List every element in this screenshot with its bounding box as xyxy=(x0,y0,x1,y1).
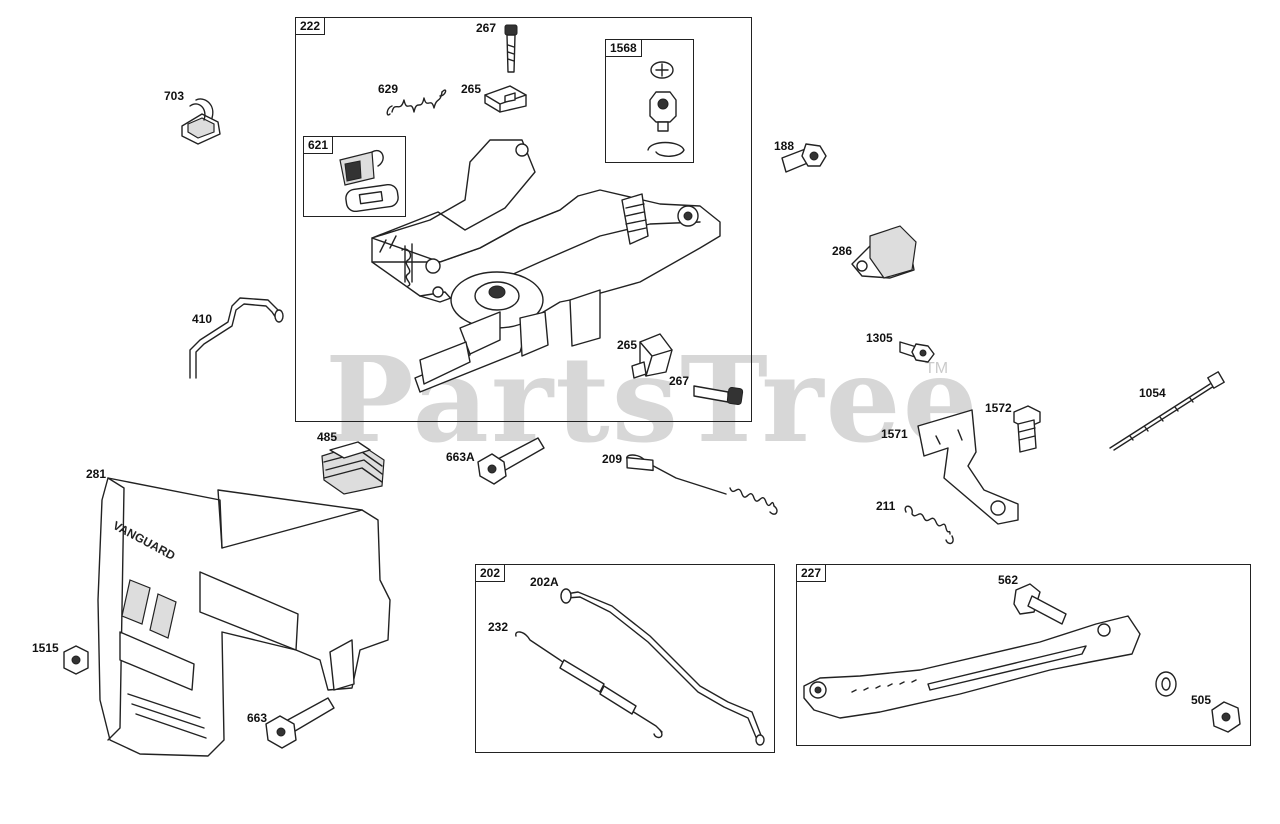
part-1572-bolt-drawing[interactable] xyxy=(1013,405,1041,453)
part-562-pin-drawing[interactable] xyxy=(1013,583,1067,625)
callout-211[interactable]: 211 xyxy=(876,499,896,513)
group-1568-tag: 1568 xyxy=(605,39,642,57)
callout-232[interactable]: 232 xyxy=(488,620,509,634)
callout-202A[interactable]: 202A xyxy=(530,575,559,589)
part-505-nut-drawing[interactable] xyxy=(1211,701,1241,733)
callout-485[interactable]: 485 xyxy=(317,430,338,444)
callout-562[interactable]: 562 xyxy=(998,573,1019,587)
callout-286[interactable]: 286 xyxy=(832,244,853,258)
part-232-cable-drawing[interactable] xyxy=(515,631,663,739)
part-703-clip-drawing[interactable] xyxy=(181,98,221,145)
part-410-rod-drawing[interactable] xyxy=(189,297,284,379)
part-265-clip-bottom-drawing[interactable] xyxy=(631,333,673,379)
watermark-trademark: TM xyxy=(925,360,949,377)
part-1515-nut-drawing[interactable] xyxy=(63,645,89,675)
part-188-bolt-drawing[interactable] xyxy=(781,143,827,173)
callout-265-top[interactable]: 265 xyxy=(461,82,482,96)
group-202-box: 202 xyxy=(475,564,775,753)
part-1571-bracket-drawing[interactable] xyxy=(917,409,1019,525)
part-202A-rod-drawing[interactable] xyxy=(560,588,765,746)
callout-267-top[interactable]: 267 xyxy=(476,21,497,35)
washer-drawing[interactable] xyxy=(1155,671,1177,697)
callout-1305[interactable]: 1305 xyxy=(866,331,893,345)
callout-267-bottom[interactable]: 267 xyxy=(669,374,690,388)
part-211-spring-drawing[interactable] xyxy=(904,505,954,545)
part-267-bolt-bottom-drawing[interactable] xyxy=(693,385,744,406)
callout-1572[interactable]: 1572 xyxy=(985,401,1012,415)
group-227-tag: 227 xyxy=(796,564,827,582)
part-286-bracket-drawing[interactable] xyxy=(851,225,917,279)
part-227-lever-drawing[interactable] xyxy=(803,615,1141,719)
part-663-bolt-drawing[interactable] xyxy=(265,697,335,749)
part-265-clip-top-drawing[interactable] xyxy=(484,85,527,113)
callout-265-bottom[interactable]: 265 xyxy=(617,338,638,352)
group-1568-box: 1568 xyxy=(605,39,694,163)
callout-281[interactable]: 281 xyxy=(86,467,107,481)
callout-629[interactable]: 629 xyxy=(378,82,399,96)
callout-209[interactable]: 209 xyxy=(602,452,623,466)
callout-663A[interactable]: 663A xyxy=(446,450,475,464)
callout-663[interactable]: 663 xyxy=(247,711,268,725)
callout-1571[interactable]: 1571 xyxy=(881,427,908,441)
part-629-spring-drawing[interactable] xyxy=(386,89,447,116)
group-621-box: 621 xyxy=(303,136,406,217)
part-1568-assembly-drawing[interactable] xyxy=(647,61,685,157)
part-281-cover-drawing[interactable]: VANGUARD xyxy=(97,477,391,757)
group-222-tag: 222 xyxy=(295,17,326,35)
group-222-box: 222 xyxy=(295,17,752,422)
callout-1515[interactable]: 1515 xyxy=(32,641,59,655)
part-1054-cable-tie-drawing[interactable] xyxy=(1109,371,1225,451)
part-1305-screw-drawing[interactable] xyxy=(899,341,935,363)
part-485-cap-drawing[interactable] xyxy=(321,441,385,495)
callout-1054[interactable]: 1054 xyxy=(1139,386,1166,400)
callout-410[interactable]: 410 xyxy=(192,312,213,326)
group-621-tag: 621 xyxy=(303,136,334,154)
group-202-tag: 202 xyxy=(475,564,506,582)
part-209-spring-drawing[interactable] xyxy=(625,454,778,515)
group-227-box: 227 xyxy=(796,564,1251,746)
part-621-link-drawing[interactable] xyxy=(339,149,399,213)
callout-703[interactable]: 703 xyxy=(164,89,185,103)
governor-bracket-assembly-drawing[interactable] xyxy=(371,139,721,393)
callout-188[interactable]: 188 xyxy=(774,139,795,153)
part-267-bolt-top-drawing[interactable] xyxy=(504,24,518,73)
callout-505[interactable]: 505 xyxy=(1191,693,1212,707)
part-663A-bolt-drawing[interactable] xyxy=(477,437,545,485)
